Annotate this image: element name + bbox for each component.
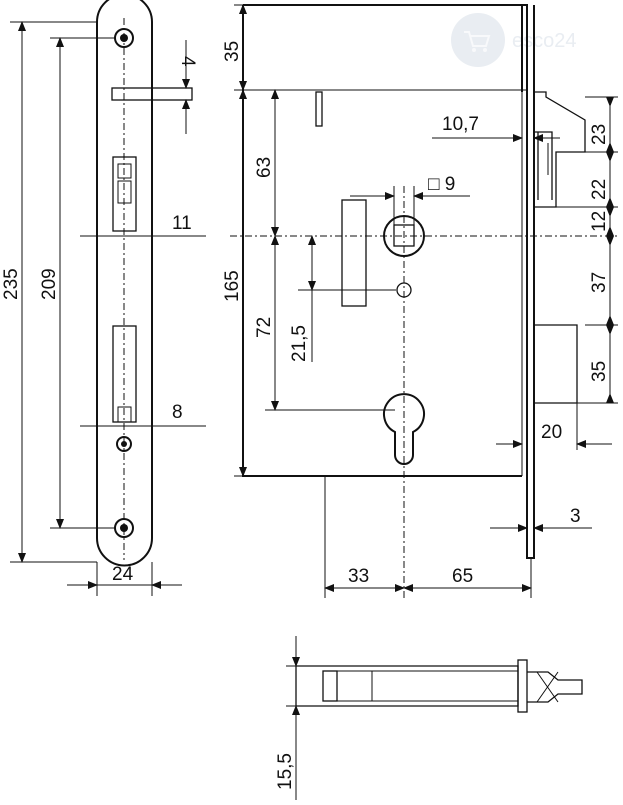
bottom-latch — [527, 671, 583, 703]
bottom-view: 15,5 — [275, 636, 583, 800]
dim-case-height: 165 — [222, 270, 243, 302]
dim-right-35: 35 — [589, 361, 610, 382]
dim-follower-to-cylinder: 72 — [254, 317, 275, 338]
lock-case-outline — [242, 4, 523, 477]
dim-bolt-throw: 20 — [541, 422, 562, 443]
latch-opening — [112, 156, 137, 232]
faceplate-outline — [96, 0, 153, 567]
watermark: esco24 — [451, 13, 577, 67]
cart-icon — [451, 13, 505, 67]
latch-bolt — [534, 91, 586, 208]
dim-right-12: 12 — [589, 211, 610, 232]
dim-height: 235 — [1, 268, 22, 300]
dim-latch-width: 11 — [172, 213, 192, 234]
dim-plate-to-case: 10,7 — [442, 114, 479, 135]
dim-backset: 65 — [452, 566, 473, 587]
bottom-case — [295, 665, 519, 707]
dim-follower-square: □ 9 — [428, 174, 455, 195]
side-view: 35 165 63 72 21,5 □ 9 10,7 23 22 12 — [222, 4, 620, 598]
dim-right-37: 37 — [589, 272, 610, 293]
dim-right-23: 23 — [589, 124, 610, 145]
dim-follower-to-top: 63 — [254, 157, 275, 178]
dim-bottom-latch: 15,5 — [275, 753, 296, 790]
dim-right-22: 22 — [589, 179, 610, 200]
dim-width: 24 — [112, 564, 134, 585]
watermark-text: esco24 — [512, 30, 577, 52]
dim-case-left: 33 — [348, 566, 369, 587]
middle-screw-hole — [116, 436, 132, 452]
latch-tongue — [111, 87, 193, 101]
dim-faceplate-thickness: 3 — [570, 506, 581, 527]
lever-block — [341, 199, 367, 307]
dim-bolt-offset: 8 — [172, 402, 183, 423]
side-faceplate — [522, 4, 535, 559]
dim-hole-spacing: 209 — [39, 268, 60, 300]
dim-follower-to-screw: 21,5 — [289, 325, 310, 362]
dead-bolt — [534, 324, 578, 404]
dim-top-margin: 35 — [222, 41, 243, 62]
dim-latch-thickness: 4 — [177, 56, 198, 67]
front-view: 235 209 24 4 11 8 — [1, 0, 206, 596]
cylinder-cutout — [383, 393, 425, 465]
bottom-faceplate — [517, 659, 528, 713]
